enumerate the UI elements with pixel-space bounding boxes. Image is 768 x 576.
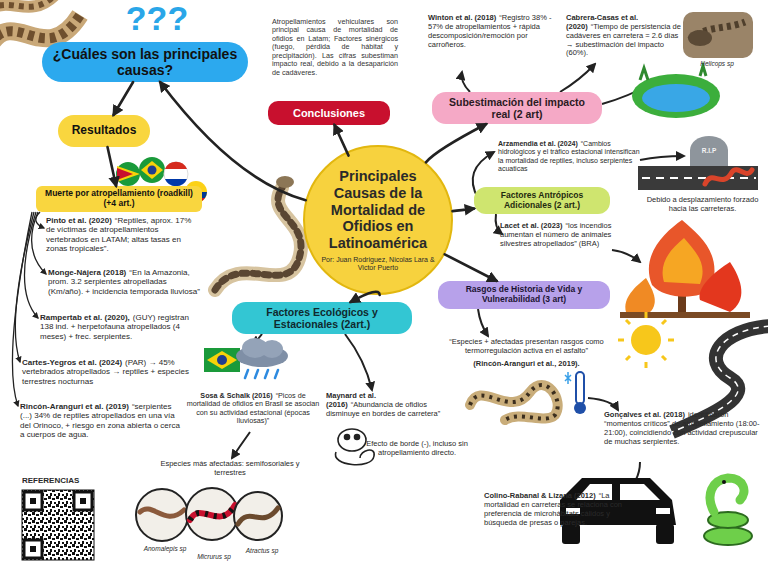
label-group: R.I.P bbox=[694, 147, 724, 155]
label-group: Atropellamientos vehiculares son princip… bbox=[272, 18, 398, 77]
label-group: Anomalepis sp bbox=[132, 545, 198, 553]
label-text: R.I.P bbox=[702, 147, 716, 154]
label-text: Atropellamientos vehiculares son princip… bbox=[272, 17, 398, 77]
label-group: Cartes-Yegros et al. (2024)(PAR) → 45% v… bbox=[22, 358, 192, 386]
label-text: Colino-Rabanal & Lizana (2012) bbox=[484, 491, 596, 500]
connector-arrow bbox=[108, 147, 117, 186]
helicops-photo bbox=[683, 12, 753, 58]
topic-box: Factores Ecológicos y Estacionales (2art… bbox=[232, 302, 412, 334]
topic-box: Resultados bbox=[58, 115, 150, 147]
label-text: ??? bbox=[126, 0, 188, 37]
connector-arrow bbox=[453, 209, 475, 212]
topic-box: Conclusiones bbox=[268, 101, 390, 125]
label-text: Efecto de borde (-), incluso sin atropel… bbox=[366, 439, 468, 457]
label-text: Rincón-Aranguri et al. (2019) bbox=[20, 402, 129, 411]
label-group: Micrurus sp bbox=[184, 553, 244, 561]
label-text: Anomalepis sp bbox=[144, 545, 187, 552]
node-title: Principales Causas de la Mortalidad de O… bbox=[317, 168, 439, 251]
label-group: Atractus sp bbox=[232, 547, 292, 555]
label-group: “Especies + afectadas presentan rasgos c… bbox=[444, 338, 609, 356]
node-title: Resultados bbox=[72, 124, 137, 138]
topic-box: Rasgos de Historia de Vida y Vulnerabili… bbox=[438, 281, 610, 309]
node-title: Rasgos de Historia de Vida y Vulnerabili… bbox=[444, 285, 604, 305]
label-text: REFERENCIAS bbox=[22, 476, 79, 485]
label-group: Gonçalves et al. (2018)identificaron “mo… bbox=[604, 411, 762, 446]
label-text: Sosa & Schalk (2016) bbox=[200, 391, 272, 400]
pond bbox=[632, 66, 720, 118]
snake-illustration bbox=[215, 176, 301, 290]
label-group: Especies más afectadas: semifosoriales y… bbox=[150, 460, 310, 478]
label-group: Colino-Rabanal & Lizana (2012)“La mortal… bbox=[484, 492, 638, 527]
label-text: (Rincón-Aranguri et al., 2019). bbox=[473, 359, 579, 368]
label-text: Rampertab et al. (2020), bbox=[40, 313, 130, 322]
label-group: (Rincón-Aranguri et al., 2019). bbox=[444, 360, 609, 369]
label-text: “Especies + afectadas presentan rasgos c… bbox=[449, 337, 603, 355]
node-title: Factores Antrópicos Adicionales (2 art.) bbox=[480, 191, 604, 211]
snakeskin bbox=[0, 0, 80, 45]
connector-arrow bbox=[426, 124, 486, 162]
label-group: Debido a desplazamiento forzado hacia la… bbox=[640, 196, 765, 214]
label-group: Efecto de borde (-), incluso sin atropel… bbox=[362, 440, 472, 458]
connector-arrow bbox=[351, 292, 380, 302]
label-group: Arzamendia et al. (2024)“Cambios hidroló… bbox=[498, 140, 643, 173]
label-text: Atractus sp bbox=[246, 547, 279, 554]
qr-code bbox=[22, 490, 94, 560]
label-group: ??? bbox=[112, 0, 202, 38]
label-group: Monge-Nájera (2018)“En la Amazonia, prom… bbox=[48, 268, 200, 296]
forest-fire bbox=[620, 220, 750, 318]
label-group: Helicops sp bbox=[686, 60, 748, 68]
label-text: Helicops sp bbox=[700, 60, 734, 67]
node-title: Subestimación del impacto real (2 art) bbox=[440, 96, 594, 120]
label-text: Lacet et al. (2023) bbox=[500, 221, 563, 230]
label-text: Gonçalves et al. (2018) bbox=[604, 410, 685, 419]
snake-thermometer bbox=[470, 372, 586, 420]
topic-box: Subestimación del impacto real (2 art) bbox=[432, 92, 602, 124]
species-icons bbox=[136, 488, 282, 541]
connector-arrow bbox=[445, 254, 497, 281]
label-group: REFERENCIAS bbox=[22, 476, 112, 485]
central-circle: Principales Causas de la Mortalidad de O… bbox=[303, 145, 453, 295]
label-text: Monge-Nájera (2018) bbox=[48, 268, 126, 277]
label-group: Rincón-Aranguri et al. (2019)“serpientes… bbox=[20, 402, 184, 440]
label-text: Arzamendia et al. (2024) bbox=[498, 140, 578, 147]
node-title: Conclusiones bbox=[293, 107, 365, 120]
connector-arrow bbox=[114, 82, 134, 115]
label-text: Cartes-Yegros et al. (2024) bbox=[22, 358, 122, 367]
label-text: Pinto et al. (2020) bbox=[46, 216, 112, 225]
label-group: Pinto et al. (2020)“Reptiles, aprox. 17%… bbox=[46, 216, 202, 254]
topic-box: Factores Antrópicos Adicionales (2 art.) bbox=[474, 187, 610, 214]
node-subtitle: Por: Juan Rodriguez, Nicolas Lara & Vict… bbox=[317, 256, 439, 272]
label-group: Winton et al. (2018)“Registro 38% - 57% … bbox=[428, 14, 556, 49]
label-text: Debido a desplazamiento forzado hacia la… bbox=[647, 195, 759, 213]
label-group: Cabrera-Casas et al. (2020)“Tiempo de pe… bbox=[566, 14, 682, 58]
connector-arrow bbox=[160, 82, 306, 200]
topic-box: ¿Cuáles son las principales causas? bbox=[42, 42, 248, 82]
label-text: Especies más afectadas: semifosoriales y… bbox=[160, 459, 299, 477]
label-group: Lacet et al. (2023)“los incendios aument… bbox=[500, 222, 618, 249]
label-group: Rampertab et al. (2020),(GUY) registran … bbox=[40, 313, 198, 341]
label-group: Maynard et al. (2016)“Abundancia de ofid… bbox=[326, 392, 444, 419]
rain-cloud bbox=[204, 338, 288, 378]
node-title: Muerte por atropellamiento (roadkill) (+… bbox=[40, 189, 198, 209]
topic-box: Muerte por atropellamiento (roadkill) (+… bbox=[36, 186, 202, 212]
label-group: Sosa & Schalk (2016)“Picos de mortalidad… bbox=[186, 392, 320, 426]
label-text: Micrurus sp bbox=[197, 553, 231, 560]
label-text: Winton et al. (2018) bbox=[428, 13, 496, 22]
node-title: Factores Ecológicos y Estacionales (2art… bbox=[240, 306, 404, 330]
tombstone-road bbox=[638, 136, 758, 190]
connector-arrow bbox=[335, 125, 349, 156]
node-title: ¿Cuáles son las principales causas? bbox=[52, 46, 238, 78]
